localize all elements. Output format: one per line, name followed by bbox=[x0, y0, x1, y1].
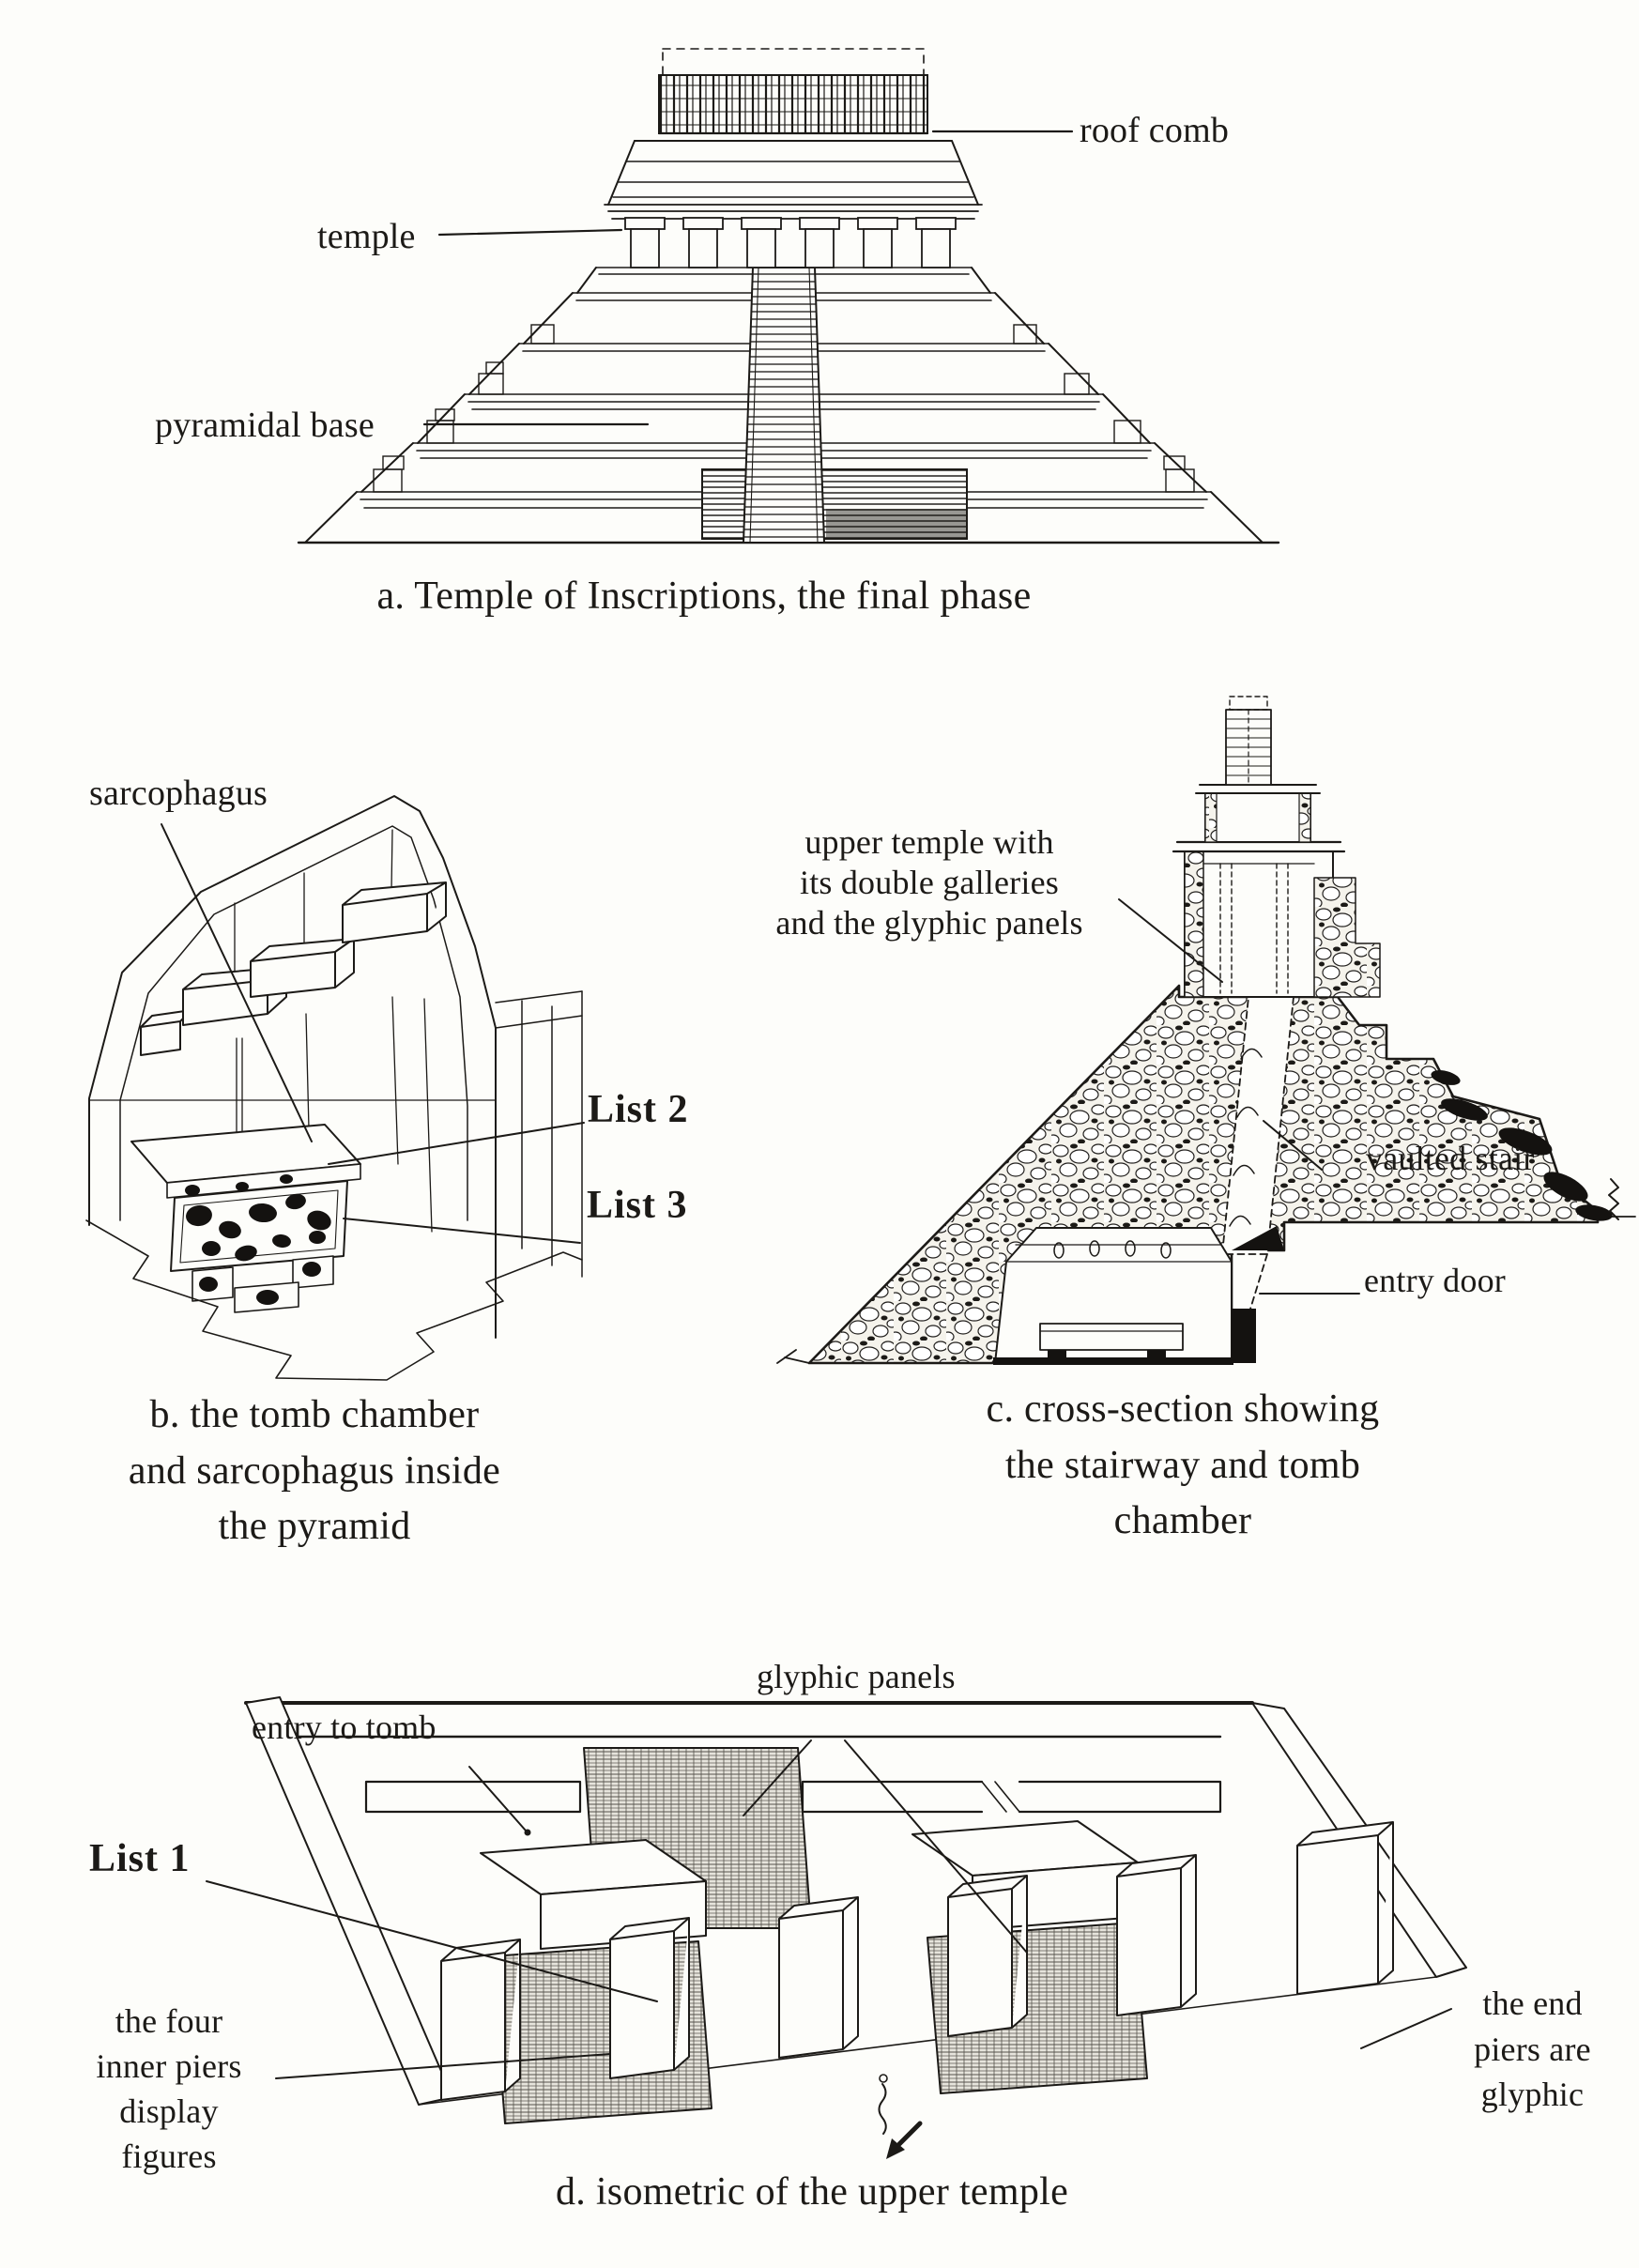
figure-d-label-end-piers: the end piers are glyphic bbox=[1474, 1984, 1591, 2114]
figure-d-label-entry-to-tomb: entry to tomb bbox=[252, 1709, 437, 1746]
figure-c-label-upper-temple: upper temple with its double galleries a… bbox=[775, 823, 1083, 942]
figure-a-caption: a. Temple of Inscriptions, the final pha… bbox=[376, 575, 1032, 618]
figure-c-label-vaulted-stair: vaulted stair bbox=[1366, 1140, 1535, 1177]
figure-d-label-inner-piers: the four inner piers display figures bbox=[96, 2002, 242, 2175]
figure-b-label-sarcophagus: sarcophagus bbox=[89, 774, 268, 813]
figure-b-tomb-chamber-drawing bbox=[85, 795, 585, 1381]
figure-a-label-pyramidal-base: pyramidal base bbox=[155, 406, 375, 445]
figure-d-label-glyphic-panels: glyphic panels bbox=[757, 1658, 956, 1695]
figure-d-upper-temple-isometric-drawing bbox=[206, 1696, 1467, 2159]
figure-d-label-list-1: List 1 bbox=[89, 1837, 191, 1880]
figure-c-label-entry-door: entry door bbox=[1364, 1262, 1506, 1299]
figure-a-label-temple: temple bbox=[317, 217, 416, 256]
figure-b-label-list-3: List 3 bbox=[587, 1184, 688, 1227]
figure-c-caption: c. cross-section showing the stairway an… bbox=[986, 1387, 1380, 1543]
figure-a-pyramid-elevation-drawing bbox=[297, 48, 1280, 544]
figure-d-caption: d. isometric of the upper temple bbox=[555, 2170, 1069, 2214]
figure-c-cross-section-drawing bbox=[776, 696, 1636, 1365]
front-piers bbox=[440, 1821, 1394, 2101]
figure-b-label-list-2: List 2 bbox=[588, 1088, 689, 1131]
figure-b-caption: b. the tomb chamber and sarcophagus insi… bbox=[128, 1393, 501, 1549]
sarcophagus-glyphs bbox=[185, 1174, 331, 1305]
figure-a-label-roof-comb: roof comb bbox=[1080, 111, 1230, 150]
